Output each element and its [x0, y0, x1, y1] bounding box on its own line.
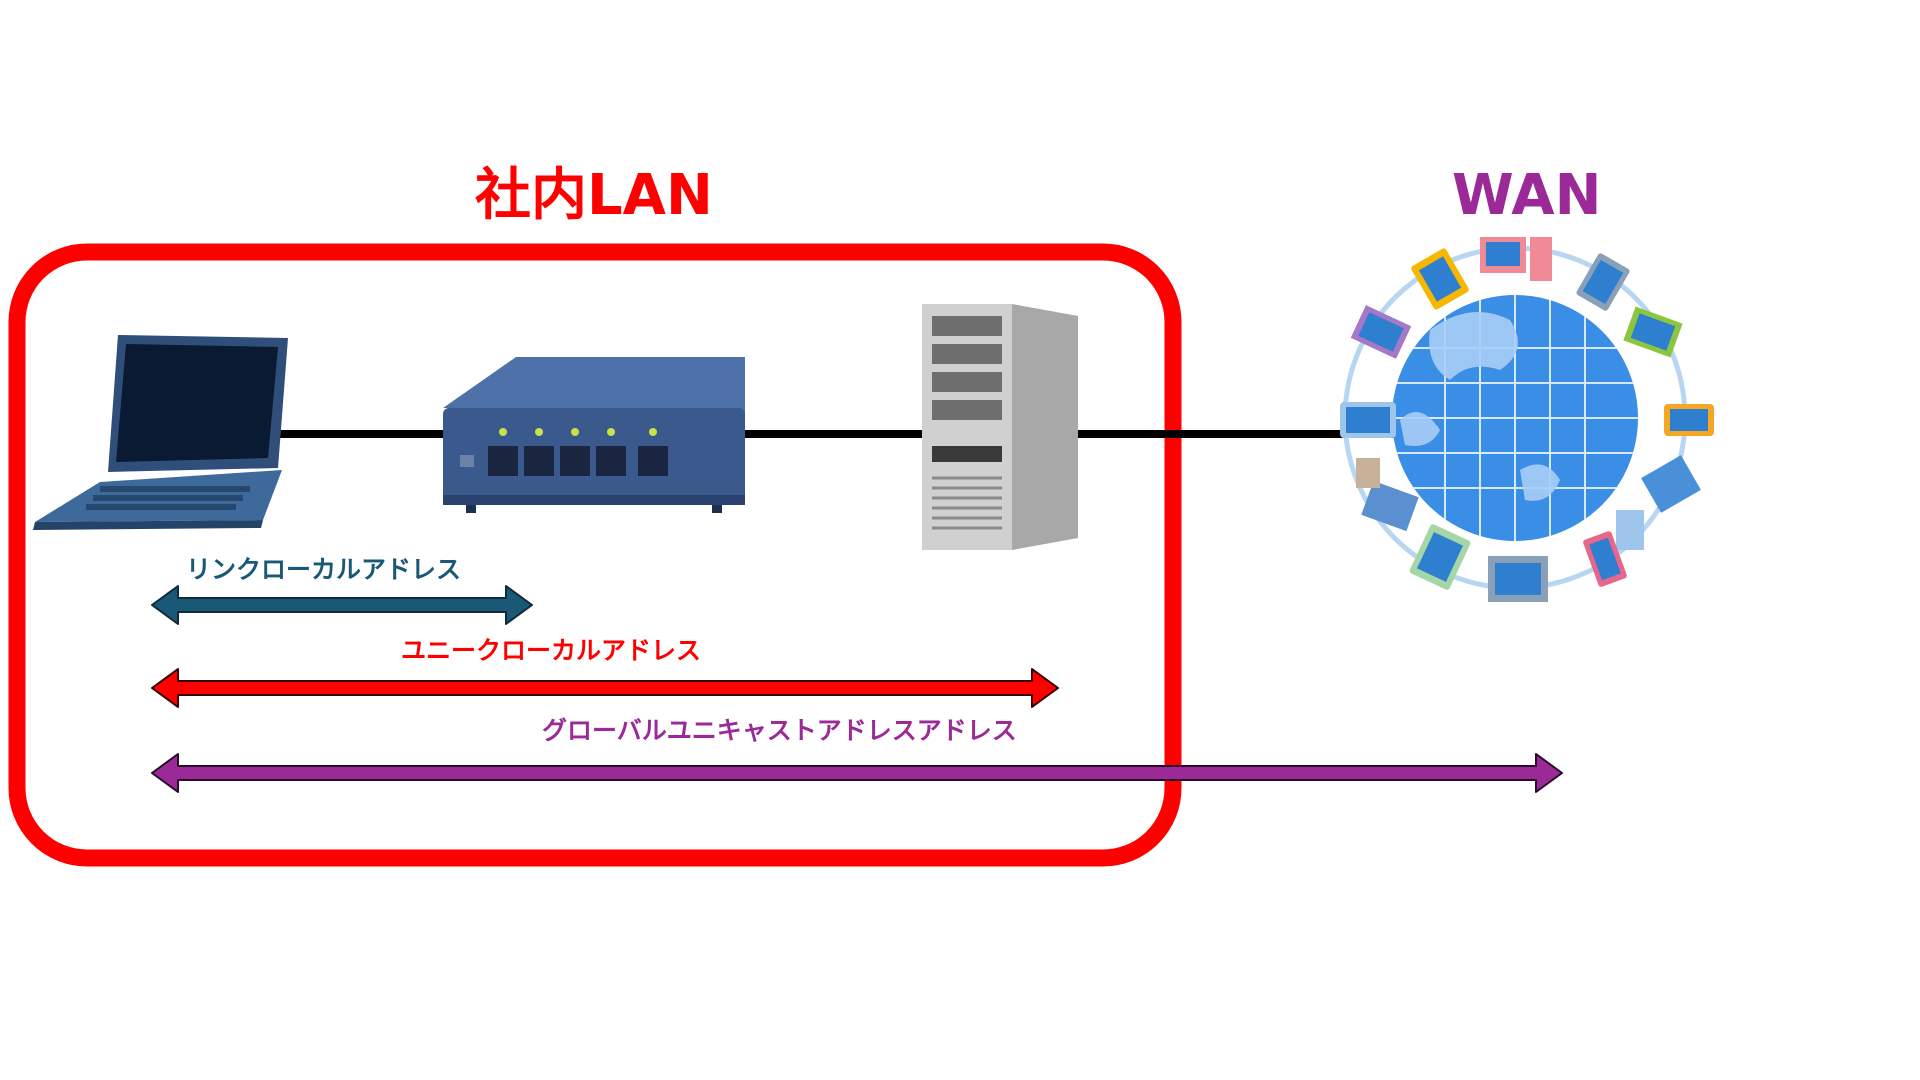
- lan-boundary: [8, 243, 1182, 867]
- scope-arrow-link-local: [151, 585, 533, 625]
- lan-title: 社内LAN: [475, 163, 713, 228]
- scope-arrow-global-unicast: [151, 753, 1563, 793]
- wan-title: WAN: [1452, 163, 1602, 228]
- laptop-icon: [33, 335, 288, 530]
- scope-arrow-unique-local: [151, 668, 1059, 708]
- scope-label-unique-local: ユニークローカルアドレス: [401, 636, 702, 665]
- scope-label-global-unicast: グローバルユニキャストアドレスアドレス: [542, 716, 1017, 745]
- scope-label-link-local: リンクローカルアドレス: [186, 555, 462, 584]
- server-tower-icon: [922, 304, 1078, 550]
- globe-network-icon: [1340, 237, 1714, 602]
- network-switch-icon: [443, 357, 745, 513]
